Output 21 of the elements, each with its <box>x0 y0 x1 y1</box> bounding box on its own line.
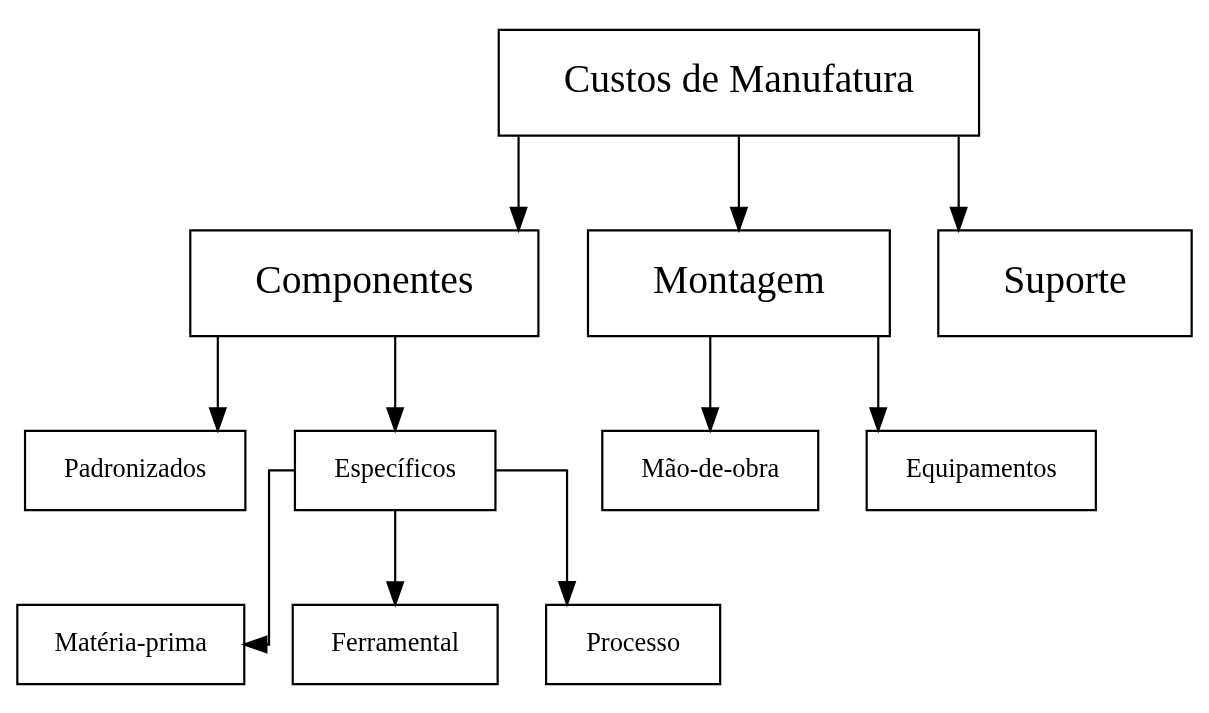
node-box: Suporte <box>937 228 1193 337</box>
arrow <box>701 335 720 434</box>
arrow <box>949 135 968 233</box>
arrow <box>241 468 295 654</box>
arrow <box>509 135 528 233</box>
node-box: Custos de Manufatura <box>497 28 981 137</box>
node-box: Equipamentos <box>865 429 1097 511</box>
node-box: Processo <box>545 603 722 685</box>
arrow <box>208 335 228 434</box>
node-box: Ferramental <box>291 603 499 685</box>
arrow <box>869 335 888 434</box>
node-box: Padronizados <box>23 429 247 511</box>
node-box: Montagem <box>586 228 891 337</box>
node-box: Componentes <box>189 228 540 337</box>
arrow <box>385 335 405 434</box>
arrow <box>385 510 405 608</box>
arrow <box>729 135 749 233</box>
node-box: Específicos <box>293 429 497 511</box>
node-box: Matéria-prima <box>16 603 246 685</box>
node-box: Mão-de-obra <box>601 429 820 511</box>
arrow <box>496 468 577 607</box>
